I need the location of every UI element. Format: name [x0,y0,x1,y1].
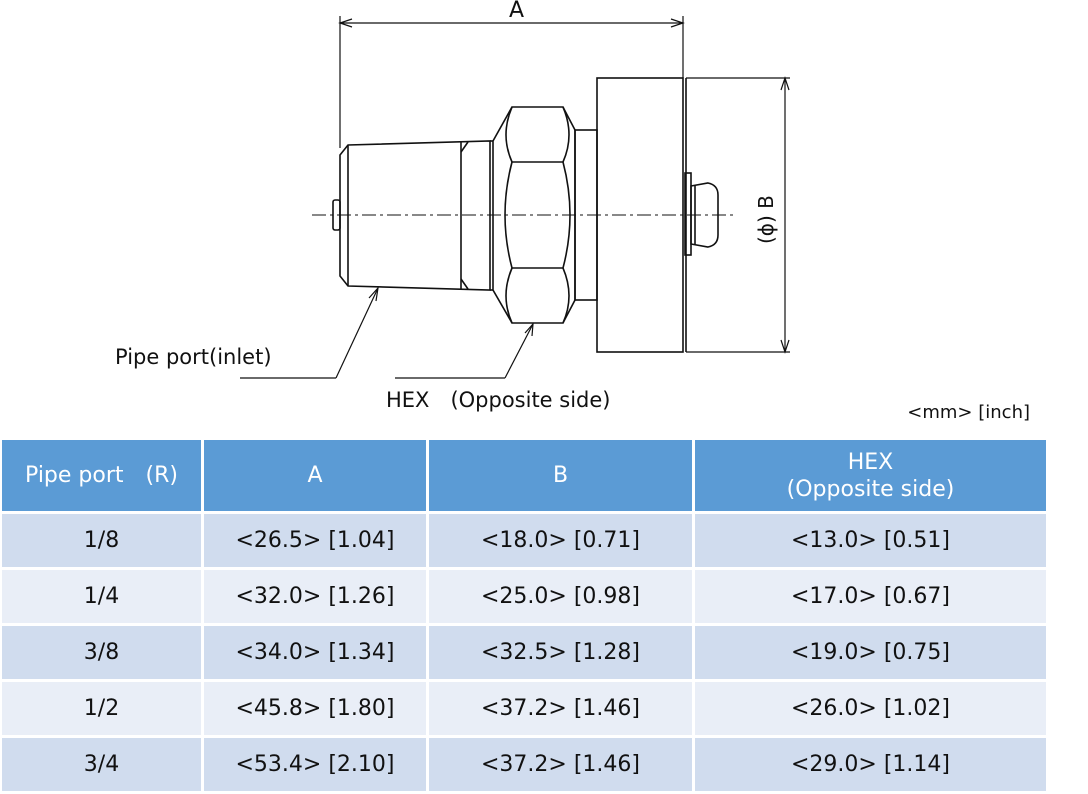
dimension-a [338,16,685,148]
cell-pipe-port: 3/8 [2,626,201,679]
cell-pipe-port: 1/4 [2,570,201,623]
cell-b: <37.2> [1.46] [429,682,692,735]
dimensions-table: Pipe port (R) A B HEX(Opposite side) 1/8… [0,437,1049,794]
cell-a: <32.0> [1.26] [204,570,426,623]
cell-pipe-port: 1/8 [2,514,201,567]
table-row: 1/8 <26.5> [1.04] <18.0> [0.71] <13.0> [… [2,514,1046,567]
cell-pipe-port: 1/2 [2,682,201,735]
cell-b: <25.0> [0.98] [429,570,692,623]
cell-b: <18.0> [0.71] [429,514,692,567]
cell-a: <34.0> [1.34] [204,626,426,679]
header-hex: HEX(Opposite side) [695,440,1046,511]
cell-b: <32.5> [1.28] [429,626,692,679]
dimension-b [686,76,790,354]
header-a: A [204,440,426,511]
table-row: 1/2 <45.8> [1.80] <37.2> [1.46] <26.0> [… [2,682,1046,735]
table-row: 3/4 <53.4> [2.10] <37.2> [1.46] <29.0> [… [2,738,1046,791]
pipe-port-leader [240,286,379,379]
table-header-row: Pipe port (R) A B HEX(Opposite side) [2,440,1046,511]
cell-a: <53.4> [2.10] [204,738,426,791]
cell-hex: <26.0> [1.02] [695,682,1046,735]
cell-a: <26.5> [1.04] [204,514,426,567]
cell-b: <37.2> [1.46] [429,738,692,791]
table-row: 1/4 <32.0> [1.26] <25.0> [0.98] <17.0> [… [2,570,1046,623]
cell-a: <45.8> [1.80] [204,682,426,735]
cell-hex: <13.0> [0.51] [695,514,1046,567]
units-note: <mm> [inch] [907,402,1030,423]
hex-leader [395,322,534,379]
hex-label: HEX (Opposite side) [386,388,611,412]
table-row: 3/8 <34.0> [1.34] <32.5> [1.28] <19.0> [… [2,626,1046,679]
cell-hex: <29.0> [1.14] [695,738,1046,791]
header-hex-line1: HEX [847,449,894,475]
header-pipe-port: Pipe port (R) [2,440,201,511]
dimension-drawing: A (ϕ) B Pipe port(inlet) [115,0,790,412]
dim-b-label: (ϕ) B [754,195,778,244]
pipe-port-label: Pipe port(inlet) [115,345,272,369]
cell-pipe-port: 3/4 [2,738,201,791]
header-b: B [429,440,692,511]
header-hex-line2: (Opposite side) [786,476,955,502]
pressure-sensor-part [332,77,719,353]
cell-hex: <17.0> [0.67] [695,570,1046,623]
cell-hex: <19.0> [0.75] [695,626,1046,679]
dim-a-label: A [509,0,524,23]
